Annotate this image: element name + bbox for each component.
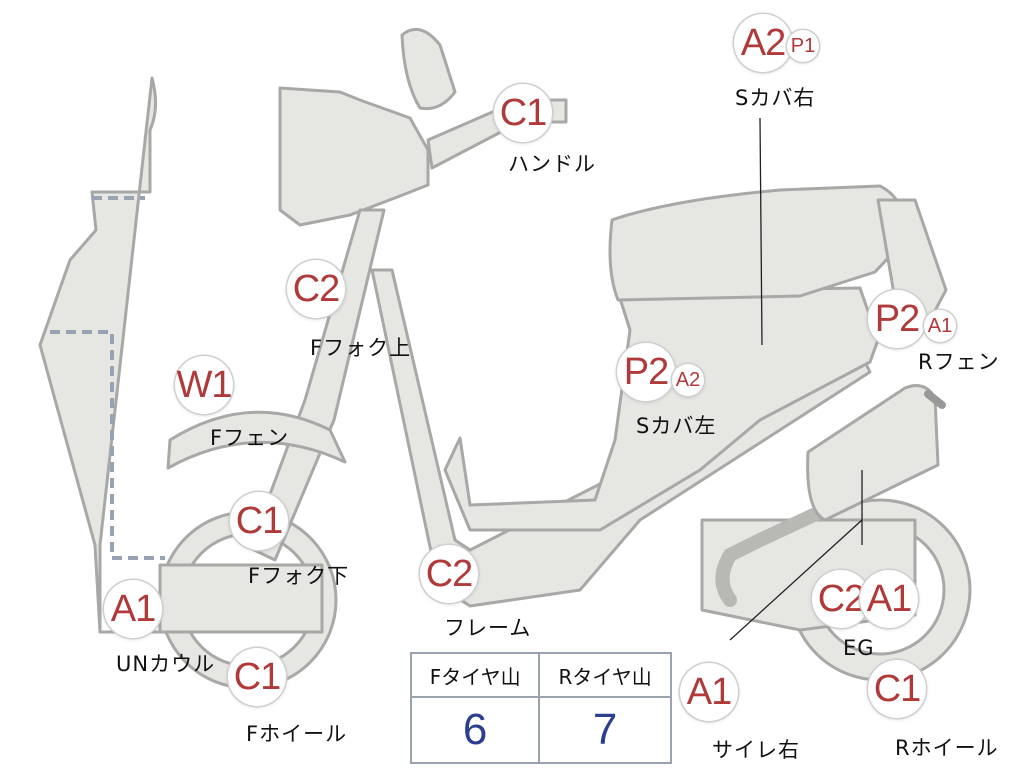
part-label: フレーム xyxy=(444,616,532,640)
damage-code-badge: W1 xyxy=(175,356,233,414)
part-label: Fフォク上 xyxy=(310,336,412,360)
part-label: Sカバ右 xyxy=(735,86,816,110)
damage-code-badge: A1 xyxy=(860,570,918,628)
part-label: Fフォク下 xyxy=(248,564,350,588)
body-panel xyxy=(443,286,880,532)
damage-code-badge: C2 xyxy=(287,260,345,318)
rear-tire-tread-header: Rタイヤ山 xyxy=(538,652,672,698)
damage-code-badge: A2 xyxy=(734,14,792,72)
front-tire-tread-header: Fタイヤ山 xyxy=(409,652,541,698)
tire-tread-table: Fタイヤ山 Rタイヤ山 6 7 xyxy=(409,652,672,764)
front-fender xyxy=(166,410,347,470)
damage-code-badge: C2 xyxy=(420,545,478,603)
damage-code-badge: P1 xyxy=(787,30,819,62)
damage-code-badge: C1 xyxy=(230,492,288,550)
front-fork xyxy=(248,208,386,562)
part-label: UNカウル xyxy=(116,652,216,676)
rear-tire-tread-value[interactable]: 7 xyxy=(538,696,672,764)
damage-code-badge: C1 xyxy=(228,648,286,706)
muffler xyxy=(806,384,940,522)
damage-code-badge: C1 xyxy=(494,84,552,142)
damage-code-badge: A2 xyxy=(672,364,704,396)
seat xyxy=(608,184,907,302)
front-tire-tread-value[interactable]: 6 xyxy=(409,696,541,764)
front-cowl xyxy=(38,76,324,634)
damage-code-badge: C1 xyxy=(868,660,926,718)
part-label: サイレ右 xyxy=(712,738,800,762)
part-label: Rフェン xyxy=(918,350,1000,374)
damage-code-badge: A1 xyxy=(924,310,956,342)
damage-code-badge: A1 xyxy=(104,580,162,638)
damage-code-badge: A1 xyxy=(680,663,738,721)
part-label: Fホイール xyxy=(246,722,348,746)
part-label: Fフェン xyxy=(210,426,290,450)
part-label: EG xyxy=(843,636,875,660)
damage-code-badge: P2 xyxy=(617,343,675,401)
part-label: Sカバ左 xyxy=(636,414,717,438)
damage-code-badge: P2 xyxy=(868,290,926,348)
part-label: ハンドル xyxy=(508,152,596,176)
head-unit xyxy=(278,86,430,227)
part-label: Rホイール xyxy=(895,736,999,760)
